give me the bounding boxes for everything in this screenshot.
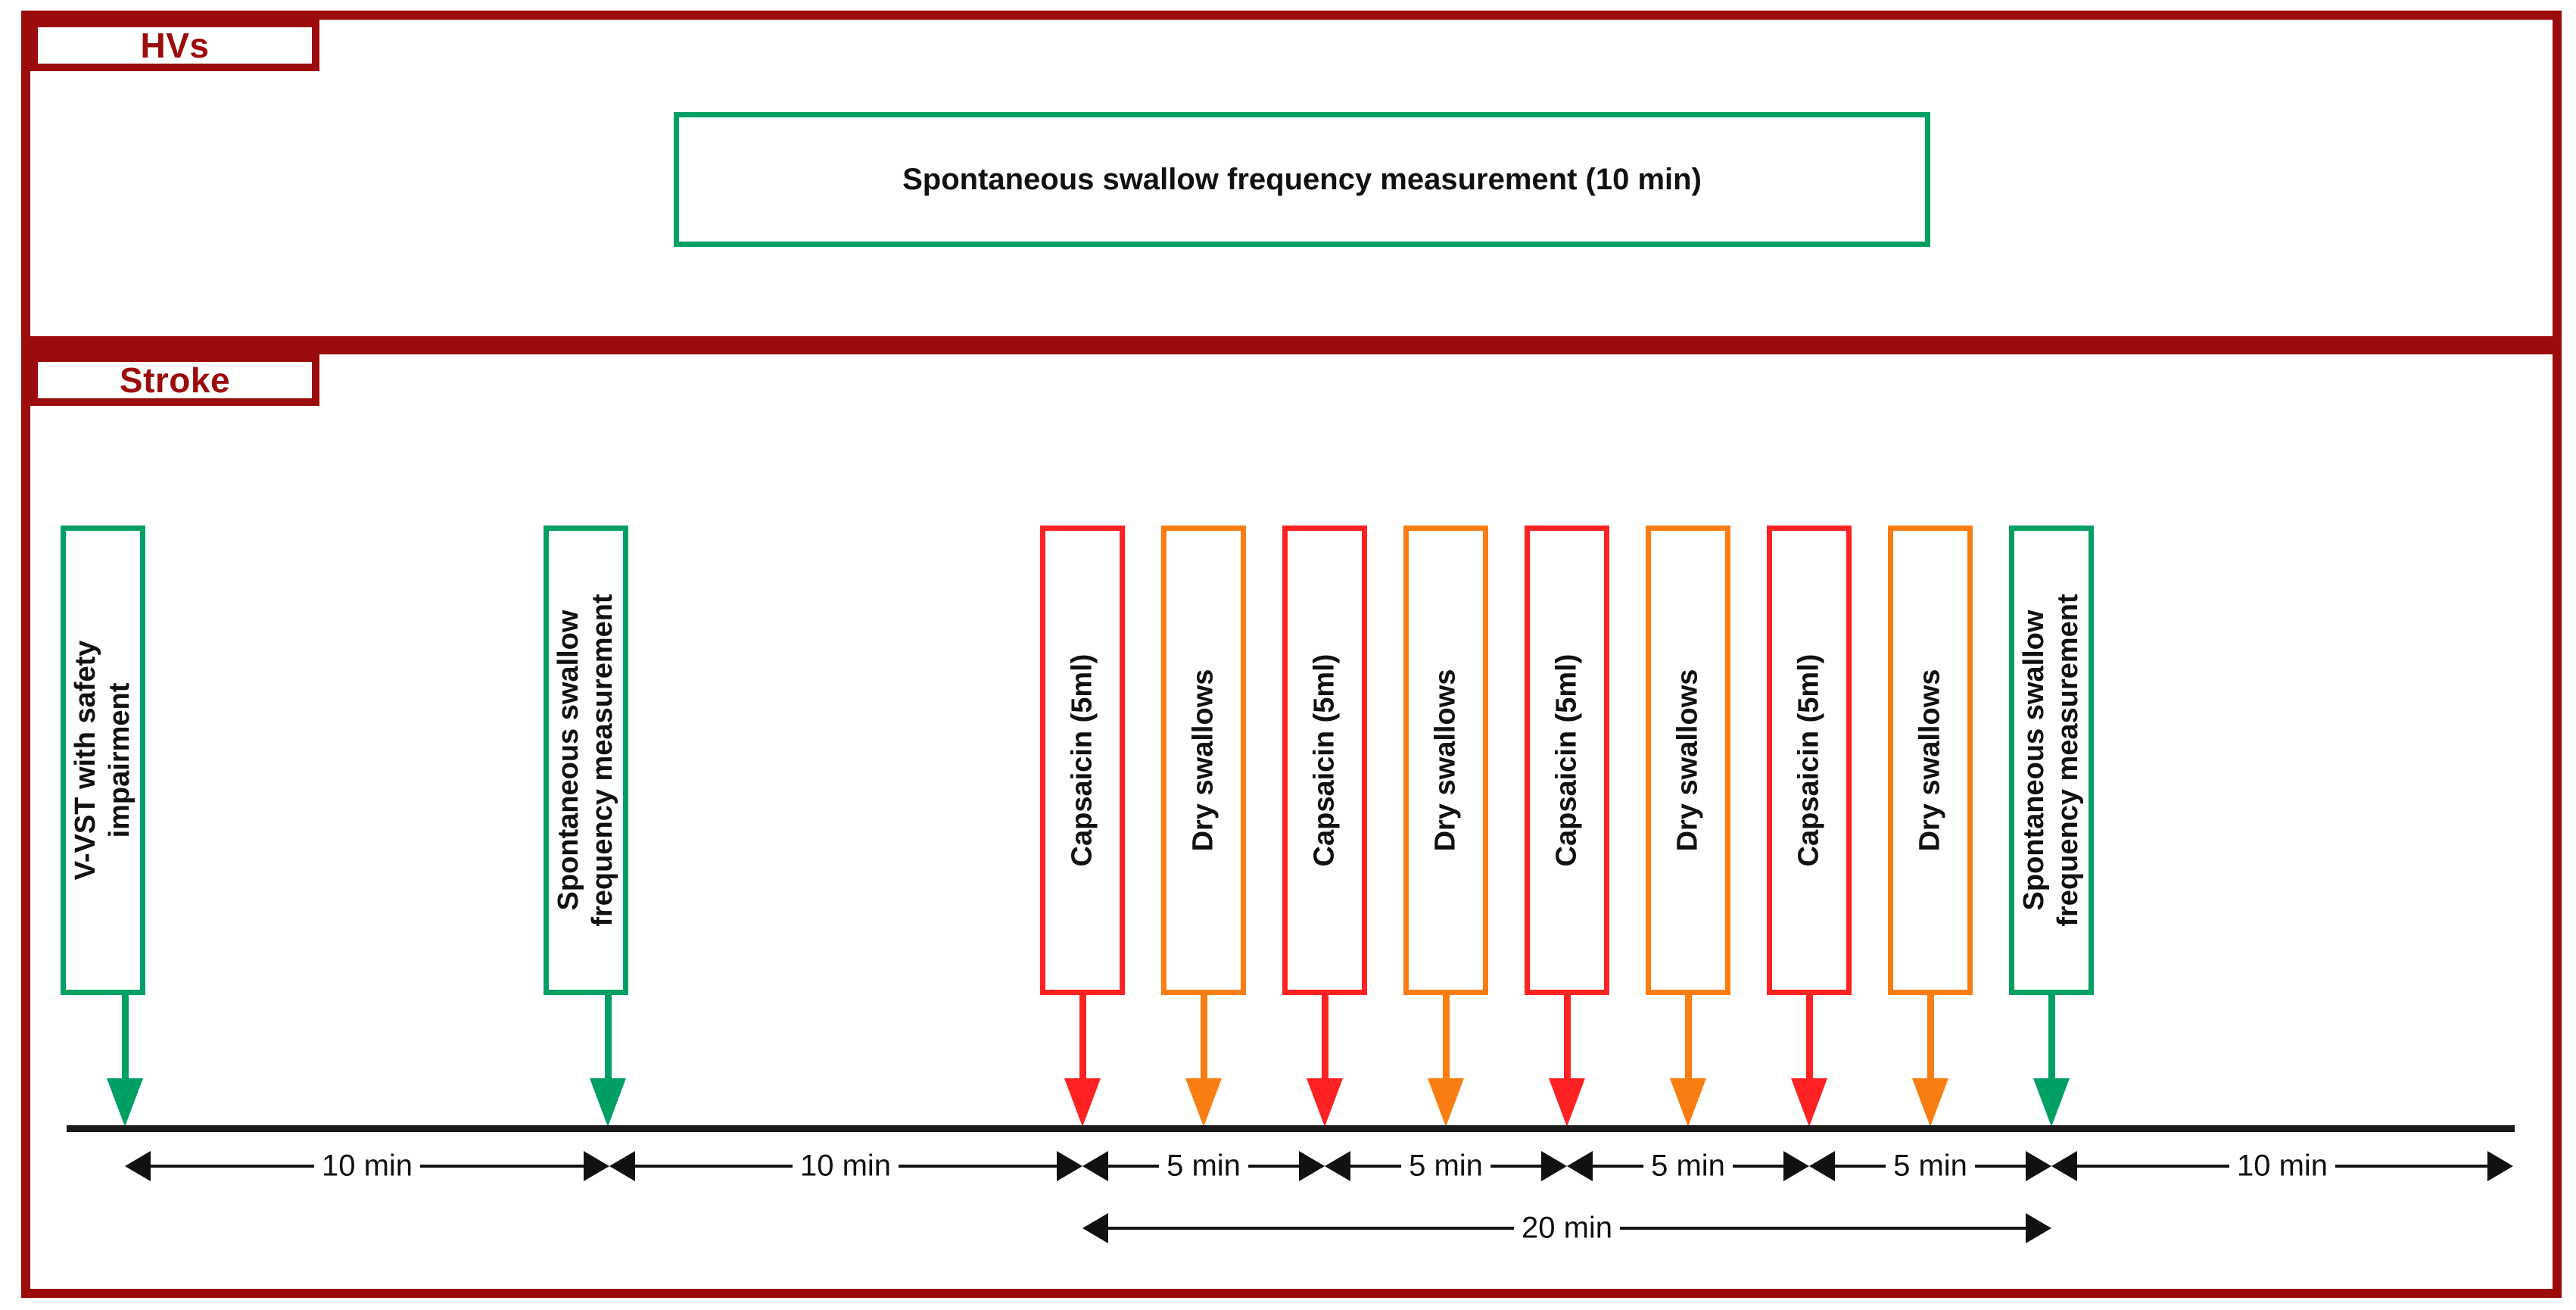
segment-label: 5 min: [1886, 1149, 1975, 1184]
segment-arrow-left: [1809, 1151, 1835, 1181]
stem-capsaicin-4: [1806, 995, 1813, 1090]
segment-arrow-left: [125, 1151, 151, 1181]
hvs-panel-label: HVs: [140, 26, 210, 65]
event-box-dry-swallows-1: Dry swallows: [1161, 526, 1246, 995]
segment-label: 5 min: [1643, 1149, 1733, 1184]
segment-arrow-left: [2051, 1151, 2077, 1181]
timeline-segment-3: 5 min: [1082, 1142, 1325, 1190]
arrowhead-capsaicin-3: [1549, 1078, 1585, 1127]
arrowhead-ssfm-pre: [590, 1078, 626, 1127]
hvs-panel-tab: HVs: [30, 20, 319, 71]
stem-ssfm-post: [2048, 995, 2055, 1090]
event-box-capsaicin-4: Capsaicin (5ml): [1767, 526, 1852, 995]
event-box-dry-swallows-3-label: Dry swallows: [1671, 669, 1704, 852]
span-arrow-left: [1082, 1213, 1108, 1243]
segment-arrow-left: [1325, 1151, 1350, 1181]
event-box-ssfm-pre: Spontaneous swallow frequency measuremen…: [544, 526, 628, 995]
event-box-capsaicin-4-label: Capsaicin (5ml): [1793, 653, 1825, 867]
event-box-dry-swallows-4-label: Dry swallows: [1914, 669, 1946, 852]
stem-dry-swallows-3: [1685, 995, 1692, 1090]
ssfm-post-line-2: frequency measurement: [2052, 594, 2084, 927]
stem-vvst: [122, 995, 129, 1090]
stem-dry-swallows-4: [1927, 995, 1934, 1090]
segment-arrow-left: [1567, 1151, 1593, 1181]
event-box-dry-swallows-1-label: Dry swallows: [1187, 669, 1219, 852]
arrowhead-capsaicin-4: [1791, 1078, 1827, 1127]
timeline-axis: [67, 1125, 2515, 1132]
event-box-vvst: V-VST with safety impairment: [61, 526, 145, 995]
stem-capsaicin-2: [1322, 995, 1328, 1090]
ssfm-post-line-1: Spontaneous swallow: [2018, 610, 2051, 911]
event-box-dry-swallows-2-label: Dry swallows: [1429, 669, 1462, 852]
stem-capsaicin-1: [1079, 995, 1086, 1090]
timeline-segment-2: 10 min: [609, 1142, 1082, 1190]
timeline-span-20min: 20 min: [1082, 1204, 2051, 1252]
timeline-segment-5: 5 min: [1567, 1142, 1809, 1190]
segment-arrow-right: [1057, 1151, 1082, 1181]
arrowhead-dry-swallows-2: [1428, 1078, 1464, 1127]
segment-label: 5 min: [1401, 1149, 1490, 1184]
event-box-ssfm-post-label: Spontaneous swallow frequency measuremen…: [2017, 586, 2085, 934]
event-box-dry-swallows-4: Dry swallows: [1888, 526, 1973, 995]
segment-arrow-right: [2026, 1151, 2051, 1181]
event-box-capsaicin-3: Capsaicin (5ml): [1525, 526, 1609, 995]
event-box-dry-swallows-3: Dry swallows: [1646, 526, 1730, 995]
arrowhead-capsaicin-2: [1307, 1078, 1343, 1127]
segment-arrow-right: [2487, 1151, 2513, 1181]
event-box-capsaicin-2-label: Capsaicin (5ml): [1308, 653, 1341, 867]
segment-label: 10 min: [2229, 1149, 2336, 1184]
event-box-dry-swallows-2: Dry swallows: [1403, 526, 1488, 995]
stroke-panel-tab: Stroke: [30, 354, 319, 406]
stem-dry-swallows-2: [1443, 995, 1450, 1090]
vvst-line-2: impairment: [104, 682, 135, 838]
stem-ssfm-pre: [605, 995, 612, 1090]
event-box-ssfm-pre-label: Spontaneous swallow frequency measuremen…: [552, 586, 620, 934]
hvs-spontaneous-swallow-box: Spontaneous swallow frequency measuremen…: [674, 112, 1930, 247]
arrowhead-dry-swallows-4: [1912, 1078, 1948, 1127]
segment-arrow-left: [1082, 1151, 1108, 1181]
event-box-capsaicin-1-label: Capsaicin (5ml): [1066, 653, 1098, 867]
event-box-ssfm-post: Spontaneous swallow frequency measuremen…: [2009, 526, 2094, 995]
arrowhead-capsaicin-1: [1064, 1078, 1101, 1127]
arrowhead-vvst: [107, 1078, 143, 1127]
segment-arrow-left: [609, 1151, 635, 1181]
vvst-line-1: V-VST with safety: [70, 640, 102, 881]
hvs-spontaneous-swallow-label: Spontaneous swallow frequency measuremen…: [902, 163, 1702, 196]
segment-label: 5 min: [1159, 1149, 1248, 1184]
segment-arrow-right: [1299, 1151, 1325, 1181]
ssfm-pre-line-2: frequency measurement: [587, 594, 618, 927]
event-box-vvst-label: V-VST with safety impairment: [69, 586, 137, 934]
ssfm-pre-line-1: Spontaneous swallow: [553, 610, 585, 911]
stem-capsaicin-3: [1564, 995, 1571, 1090]
arrowhead-dry-swallows-3: [1670, 1078, 1706, 1127]
timeline-segment-1: 10 min: [125, 1142, 609, 1190]
segment-arrow-right: [584, 1151, 609, 1181]
arrowhead-dry-swallows-1: [1185, 1078, 1222, 1127]
timeline-segment-7: 10 min: [2051, 1142, 2513, 1190]
timeline-segment-6: 5 min: [1809, 1142, 2051, 1190]
stem-dry-swallows-1: [1201, 995, 1207, 1090]
segment-label: 10 min: [792, 1149, 899, 1184]
span-arrow-right: [2026, 1213, 2051, 1243]
segment-label: 10 min: [313, 1149, 421, 1184]
arrowhead-ssfm-post: [2033, 1078, 2070, 1127]
span-label: 20 min: [1513, 1211, 1621, 1246]
stroke-panel-label: Stroke: [119, 360, 231, 400]
event-box-capsaicin-2: Capsaicin (5ml): [1282, 526, 1367, 995]
segment-arrow-right: [1783, 1151, 1809, 1181]
event-box-capsaicin-3-label: Capsaicin (5ml): [1550, 653, 1583, 867]
segment-arrow-right: [1541, 1151, 1567, 1181]
event-box-capsaicin-1: Capsaicin (5ml): [1040, 526, 1125, 995]
timeline-segment-4: 5 min: [1325, 1142, 1567, 1190]
